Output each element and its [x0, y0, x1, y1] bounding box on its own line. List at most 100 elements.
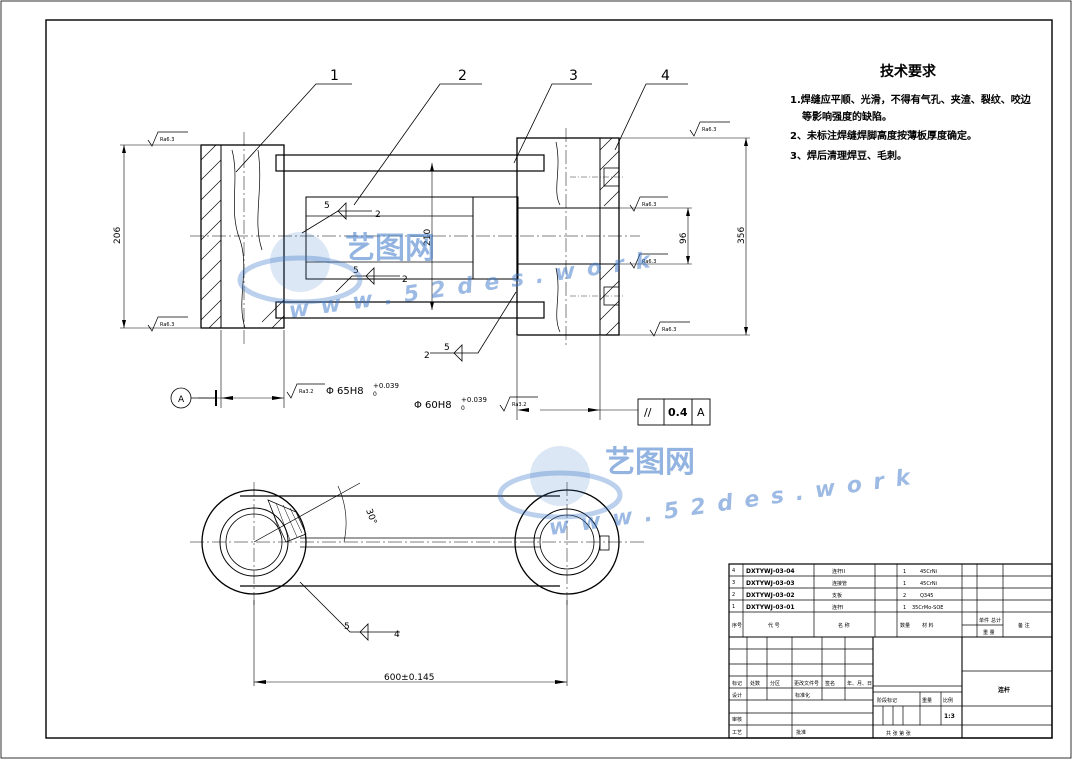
svg-text:代 号: 代 号: [768, 622, 780, 629]
svg-text:DXTYWJ-03-04: DXTYWJ-03-04: [746, 568, 795, 575]
svg-text:重量: 重量: [922, 697, 932, 704]
svg-text:标记: 标记: [732, 680, 742, 687]
title-block: 标记 处数 分区 更改文件号 签名 年、月、日 设计 标准化 审核 工艺 批准 …: [732, 680, 1010, 737]
svg-text:DXTYWJ-03-03: DXTYWJ-03-03: [746, 580, 795, 587]
svg-text:2: 2: [732, 592, 735, 598]
inner-frame: [45, 19, 1053, 739]
weld-2-size: 5: [353, 266, 359, 276]
roughness-1: Ra6.3: [160, 137, 174, 143]
svg-text:1:3: 1:3: [944, 713, 955, 720]
weld-3-count: 2: [424, 351, 430, 361]
tech-item-3: 3、焊后清理焊豆、毛刺。: [790, 149, 907, 162]
watermark-brand-1: 艺图网: [345, 231, 435, 266]
bore-left-tol-upper: +0.039: [373, 382, 399, 390]
part-balloons: [235, 83, 688, 206]
tol-symbol: //: [644, 406, 652, 419]
svg-text:连接管: 连接管: [832, 580, 847, 587]
tol-value: 0.4: [668, 406, 688, 419]
svg-text:1: 1: [732, 604, 735, 610]
svg-text:比例: 比例: [943, 697, 953, 704]
roughness-8: Ra3.2: [512, 402, 526, 408]
angle-dim: 30°: [363, 508, 378, 526]
weld-symbols: [299, 202, 517, 641]
svg-text:批准: 批准: [796, 729, 806, 736]
svg-text:Q345: Q345: [920, 593, 933, 599]
svg-text:1: 1: [903, 605, 906, 611]
weld-2-count: 2: [402, 275, 408, 285]
svg-text:设计: 设计: [732, 692, 742, 699]
svg-text:年、月、日: 年、月、日: [847, 680, 872, 687]
svg-text:DXTYWJ-03-01: DXTYWJ-03-01: [746, 604, 795, 611]
tech-item-2: 2、未标注焊缝焊脚高度按薄板厚度确定。: [790, 129, 977, 142]
svg-text:45CrNi: 45CrNi: [920, 581, 937, 587]
dim-mid-height: 210: [423, 229, 433, 246]
roughness-5: Ra6.3: [642, 259, 656, 265]
tolerance-frame: [637, 398, 711, 426]
svg-text:单件: 单件: [979, 617, 989, 624]
svg-text:材 料: 材 料: [922, 622, 934, 629]
bom-row-1: 1 DXTYWJ-03-01 连杆I 1 35CrMo-SOE: [732, 604, 943, 611]
bore-right-tol-lower: 0: [461, 405, 465, 412]
svg-text:数量: 数量: [900, 622, 910, 629]
weld-1-count: 2: [375, 210, 381, 220]
svg-text:连杆I: 连杆I: [832, 604, 843, 611]
svg-text:更改文件号: 更改文件号: [794, 680, 819, 687]
svg-text:4: 4: [732, 568, 735, 574]
roughness-7: Ra3.2: [299, 389, 313, 395]
dim-left-height: 206: [113, 227, 123, 244]
weld-1-size: 5: [324, 201, 330, 211]
tech-item-1: 1.焊缝应平顺、光滑，不得有气孔、夹渣、裂纹、咬边: [790, 93, 1032, 106]
roughness-4: Ra6.3: [642, 202, 656, 208]
dim-right-height: 356: [737, 227, 747, 244]
svg-text:DXTYWJ-03-02: DXTYWJ-03-02: [746, 592, 795, 599]
roughness-6: Ra6.3: [662, 327, 676, 333]
center-distance-dim: 600±0.145: [384, 673, 434, 683]
balloon-1: 1: [330, 68, 339, 84]
dim-right-inner: 96: [679, 232, 689, 244]
svg-text:序号: 序号: [732, 622, 742, 629]
svg-text:工艺: 工艺: [732, 730, 742, 736]
svg-text:分区: 分区: [770, 680, 780, 687]
roughness-2: Ra6.3: [160, 322, 174, 328]
svg-text:审核: 审核: [732, 716, 742, 723]
bom-row-2: 2 DXTYWJ-03-02 支板 2 Q345: [732, 592, 933, 599]
top-view: [190, 482, 644, 686]
balloon-4: 4: [661, 68, 670, 84]
svg-text:3: 3: [732, 580, 735, 586]
bom-row-3: 3 DXTYWJ-03-03 连接管 1 45CrNi: [732, 580, 937, 587]
bore-right-tol-upper: +0.039: [461, 396, 487, 404]
bom-table: [728, 563, 1053, 739]
svg-text:35CrMo-SOE: 35CrMo-SOE: [912, 605, 943, 611]
bom-row-4: 4 DXTYWJ-03-04 连杆II 1 45CrNi: [732, 568, 937, 575]
bom-header: 序号 代 号 名 称 数量 材 料 单件 总计 重 量 备 注: [732, 617, 1030, 636]
svg-text:共 张 第 张: 共 张 第 张: [886, 730, 911, 737]
bore-right-dim: Φ 60H8: [414, 400, 452, 411]
tech-item-1b: 等影响强度的缺陷。: [802, 110, 892, 123]
balloon-2: 2: [458, 68, 467, 84]
tol-datum: A: [697, 406, 705, 419]
front-view: [190, 128, 640, 345]
weld-3-size: 5: [444, 343, 450, 353]
svg-text:支板: 支板: [832, 592, 842, 599]
dim-arrows: [122, 138, 748, 412]
svg-text:2: 2: [903, 593, 906, 599]
datum-label: A: [178, 395, 185, 405]
roughness-3: Ra6.3: [702, 127, 716, 133]
svg-text:处数: 处数: [750, 680, 760, 687]
svg-text:连杆II: 连杆II: [832, 568, 845, 575]
watermark-2: [497, 446, 623, 520]
watermark-1: [237, 232, 363, 305]
svg-text:重 量: 重 量: [983, 629, 995, 636]
svg-text:名 称: 名 称: [838, 622, 850, 629]
drawing-name: 连杆: [998, 686, 1010, 694]
tech-title: 技术要求: [880, 63, 937, 80]
svg-text:阶段标记: 阶段标记: [877, 697, 897, 704]
svg-text:总计: 总计: [991, 617, 1001, 624]
tech-requirements: 技术要求 1.焊缝应平顺、光滑，不得有气孔、夹渣、裂纹、咬边 等影响强度的缺陷。…: [790, 63, 1032, 162]
svg-text:1: 1: [903, 569, 906, 575]
weld-4-count: 4: [394, 630, 400, 640]
bore-left-tol-lower: 0: [373, 391, 377, 398]
bore-left-dim: Φ 65H8: [326, 386, 364, 397]
